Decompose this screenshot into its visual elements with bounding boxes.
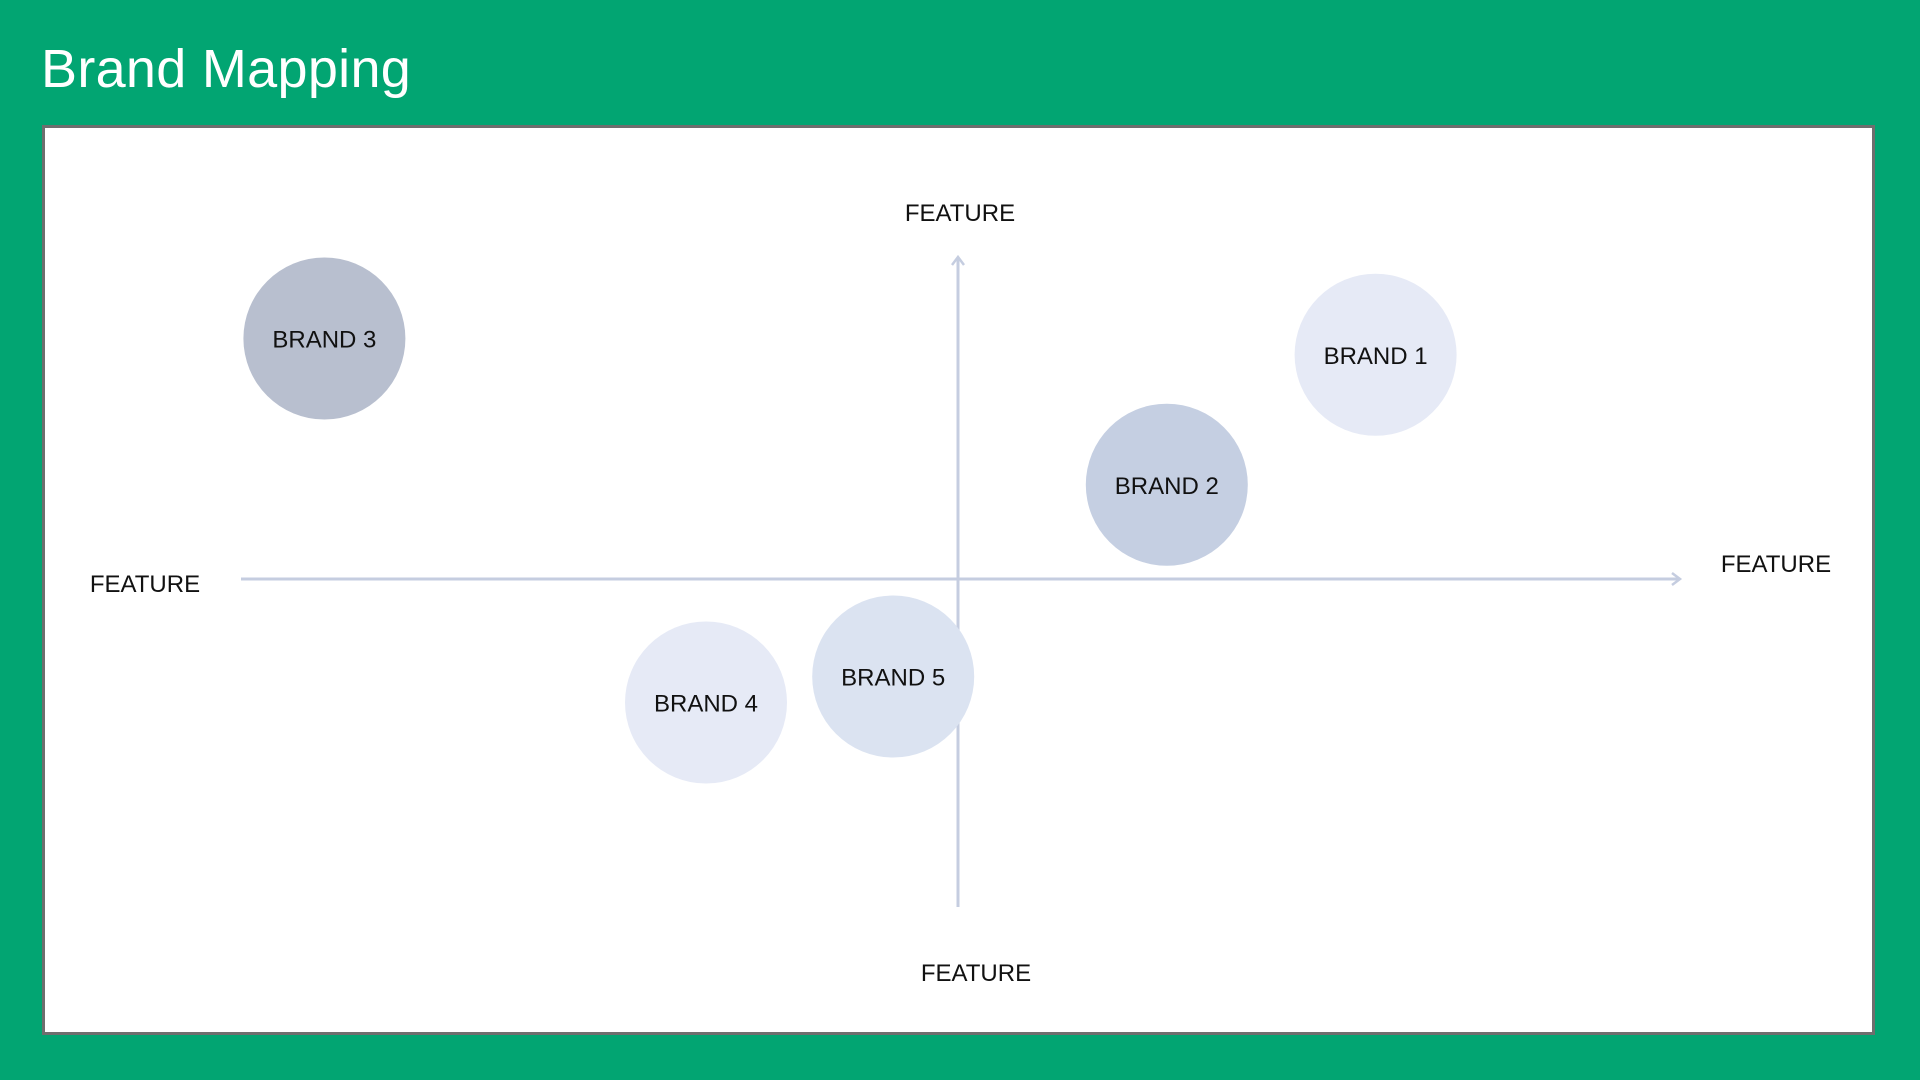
brand-label: BRAND 1 <box>1324 343 1428 370</box>
brand-point-2: BRAND 2 <box>1085 403 1248 566</box>
brand-label: BRAND 2 <box>1115 473 1219 500</box>
page-title: Brand Mapping <box>41 39 412 99</box>
axis-label-right: FEATURE <box>1721 551 1831 578</box>
brand-circle <box>625 621 787 784</box>
brand-label: BRAND 5 <box>841 665 945 692</box>
brand-point-1: BRAND 1 <box>1294 273 1457 436</box>
axis-label-top: FEATURE <box>905 200 1015 227</box>
axis-label-bottom: FEATURE <box>921 960 1031 987</box>
brand-point-3: BRAND 3 <box>243 257 406 420</box>
brand-point-4: BRAND 4 <box>625 621 787 784</box>
brand-circle <box>243 257 406 420</box>
brand-circle <box>1085 403 1248 566</box>
brand-point-5: BRAND 5 <box>812 595 975 758</box>
brand-label: BRAND 4 <box>654 691 758 718</box>
axis-label-left: FEATURE <box>90 571 200 598</box>
brand-circle <box>1294 273 1457 436</box>
brand-circle <box>812 595 975 758</box>
brand-label: BRAND 3 <box>272 327 376 354</box>
